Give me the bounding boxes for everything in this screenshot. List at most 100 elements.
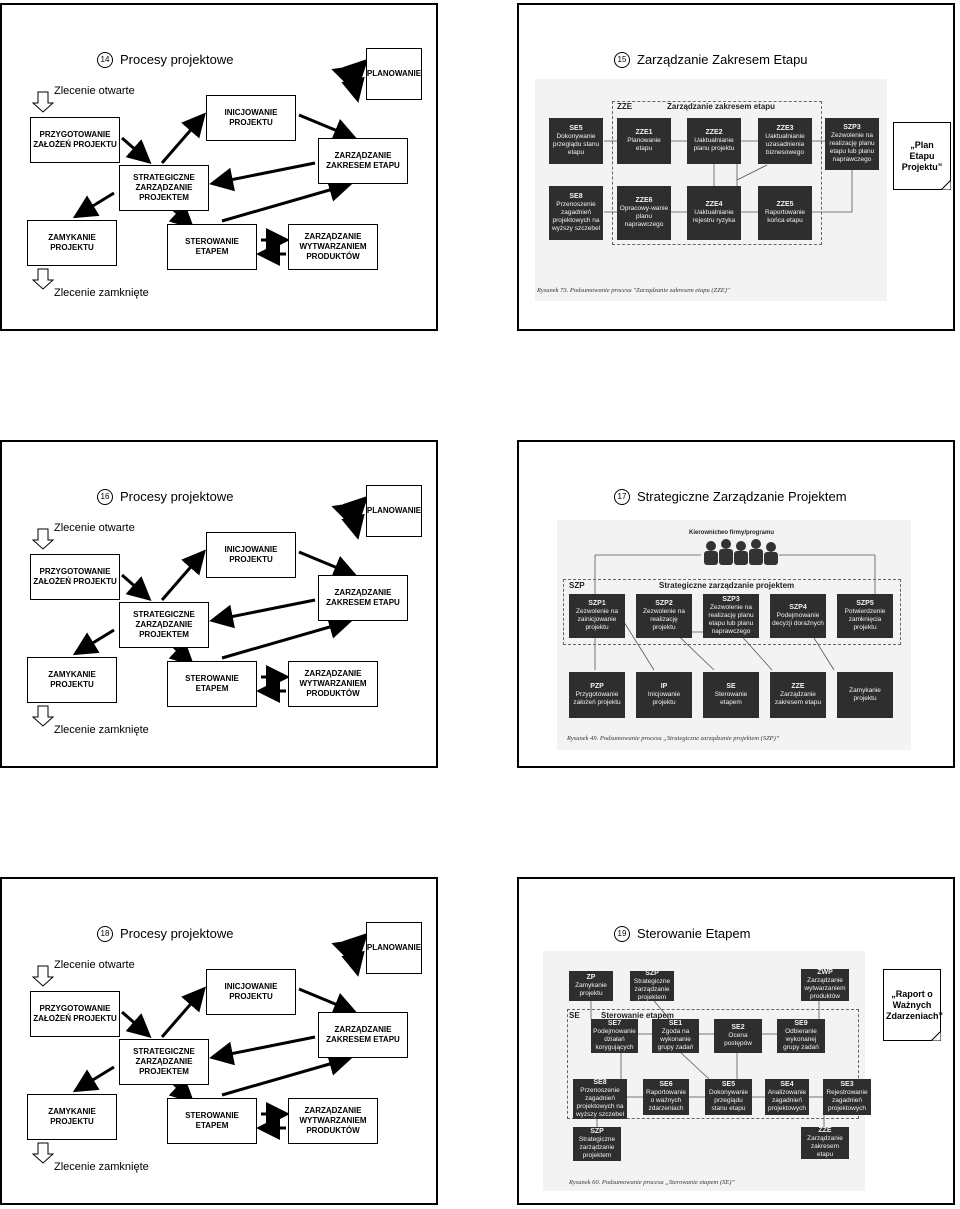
end-label: Zlecenie zamknięte bbox=[54, 1161, 149, 1173]
zze-group-title: Zarządzanie zakresem etapu bbox=[667, 102, 776, 111]
box-zamykanie: ZAMYKANIE PROJEKTU bbox=[27, 1094, 117, 1140]
slide-number: 18 bbox=[97, 926, 113, 942]
box-wytwarzaniem: ZARZĄDZANIE WYTWARZANIEM PRODUKTÓW bbox=[288, 224, 378, 270]
slide-title: Strategiczne Zarządzanie Projektem bbox=[637, 489, 847, 504]
figure-caption: Rysunek 60. Podsumowanie procesu „Sterow… bbox=[569, 1179, 736, 1186]
end-label: Zlecenie zamknięte bbox=[54, 287, 149, 299]
box-przygotowanie: PRZYGOTOWANIE ZAŁOŻEŃ PROJEKTU bbox=[30, 117, 120, 163]
document-note: „Plan Etapu Projektu” bbox=[893, 122, 951, 190]
process-arrows bbox=[72, 932, 369, 1140]
box-wytwarzaniem: ZARZĄDZANIE WYTWARZANIEM PRODUKTÓW bbox=[288, 661, 378, 707]
document-note: „Raport o Ważnych Zdarzeniach” bbox=[883, 969, 943, 1041]
box-sterowanie: STEROWANIE ETAPEM bbox=[167, 224, 257, 270]
process-arrows bbox=[72, 58, 369, 266]
box-zamykanie: ZAMYKANIE PROJEKTU bbox=[27, 220, 117, 266]
box-planowanie: PLANOWANIE bbox=[366, 485, 422, 537]
se-group-title: Sterowanie etapem bbox=[601, 1011, 674, 1020]
box-strategiczne: STRATEGICZNE ZARZĄDZANIE PROJEKTEM bbox=[119, 165, 209, 211]
zze-group-code: ZZE bbox=[617, 102, 633, 111]
board-label: Kierownictwo firmy/programu bbox=[689, 530, 775, 536]
slide-title: Procesy projektowe bbox=[120, 52, 234, 67]
box-zakresem: ZARZĄDZANIE ZAKRESEM ETAPU bbox=[318, 1012, 408, 1058]
se-group-frame bbox=[567, 1009, 859, 1119]
page-fold-icon bbox=[941, 180, 951, 190]
se-group-code: SE bbox=[569, 1011, 580, 1020]
slide-title: Sterowanie Etapem bbox=[637, 926, 751, 941]
slide-15: 15 Zarządzanie Zakresem Etapu ZZE Zarząd… bbox=[517, 3, 955, 331]
figure-caption: Rysunek 73. Podsumowanie procesu "Zarząd… bbox=[537, 287, 730, 294]
box-przygotowanie: PRZYGOTOWANIE ZAŁOŻEŃ PROJEKTU bbox=[30, 554, 120, 600]
figure-caption: Rysunek 49. Podsumowanie procesu „Strate… bbox=[567, 735, 780, 742]
start-label: Zlecenie otwarte bbox=[54, 522, 135, 534]
slide-title: Procesy projektowe bbox=[120, 489, 234, 504]
slide-number: 17 bbox=[614, 489, 630, 505]
box-zamykanie: ZAMYKANIE PROJEKTU bbox=[27, 657, 117, 703]
szp-group-code: SZP bbox=[569, 581, 585, 590]
zze-connectors bbox=[604, 140, 853, 213]
zze-group-frame bbox=[612, 101, 822, 245]
box-strategiczne: STRATEGICZNE ZARZĄDZANIE PROJEKTEM bbox=[119, 1039, 209, 1085]
slide-number: 16 bbox=[97, 489, 113, 505]
slide-19: 19 Sterowanie Etapem SE Sterowanie etape… bbox=[517, 877, 955, 1205]
box-wytwarzaniem: ZARZĄDZANIE WYTWARZANIEM PRODUKTÓW bbox=[288, 1098, 378, 1144]
box-planowanie: PLANOWANIE bbox=[366, 922, 422, 974]
slide-title: Procesy projektowe bbox=[120, 926, 234, 941]
end-arrow-icon bbox=[32, 705, 54, 727]
box-inicjowanie: INICJOWANIE PROJEKTU bbox=[206, 532, 296, 578]
start-arrow-icon bbox=[32, 528, 54, 550]
start-label: Zlecenie otwarte bbox=[54, 85, 135, 97]
slide-title: Zarządzanie Zakresem Etapu bbox=[637, 52, 808, 67]
slide-17: 17 Strategiczne Zarządzanie Projektem Ki… bbox=[517, 440, 955, 768]
process-arrows bbox=[72, 495, 369, 703]
box-inicjowanie: INICJOWANIE PROJEKTU bbox=[206, 95, 296, 141]
slide-number: 15 bbox=[614, 52, 630, 68]
slide-16: 16 Procesy projektowe PLANOWANIE Zleceni… bbox=[0, 440, 438, 768]
end-arrow-icon bbox=[32, 1142, 54, 1164]
box-planowanie: PLANOWANIE bbox=[366, 48, 422, 100]
start-arrow-icon bbox=[32, 965, 54, 987]
box-sterowanie: STEROWANIE ETAPEM bbox=[167, 661, 257, 707]
slide-number: 14 bbox=[97, 52, 113, 68]
box-strategiczne: STRATEGICZNE ZARZĄDZANIE PROJEKTEM bbox=[119, 602, 209, 648]
end-arrow-icon bbox=[32, 268, 54, 290]
board-people-icon bbox=[594, 539, 876, 671]
slide-number: 19 bbox=[614, 926, 630, 942]
box-zakresem: ZARZĄDZANIE ZAKRESEM ETAPU bbox=[318, 575, 408, 621]
start-arrow-icon bbox=[32, 91, 54, 113]
page-fold-icon bbox=[931, 1031, 941, 1041]
end-label: Zlecenie zamknięte bbox=[54, 724, 149, 736]
slide-14: 14 Procesy projektowe PLANOWANIE Zleceni… bbox=[0, 3, 438, 331]
box-zakresem: ZARZĄDZANIE ZAKRESEM ETAPU bbox=[318, 138, 408, 184]
box-sterowanie: STEROWANIE ETAPEM bbox=[167, 1098, 257, 1144]
start-label: Zlecenie otwarte bbox=[54, 959, 135, 971]
szp-group-frame bbox=[563, 579, 901, 645]
